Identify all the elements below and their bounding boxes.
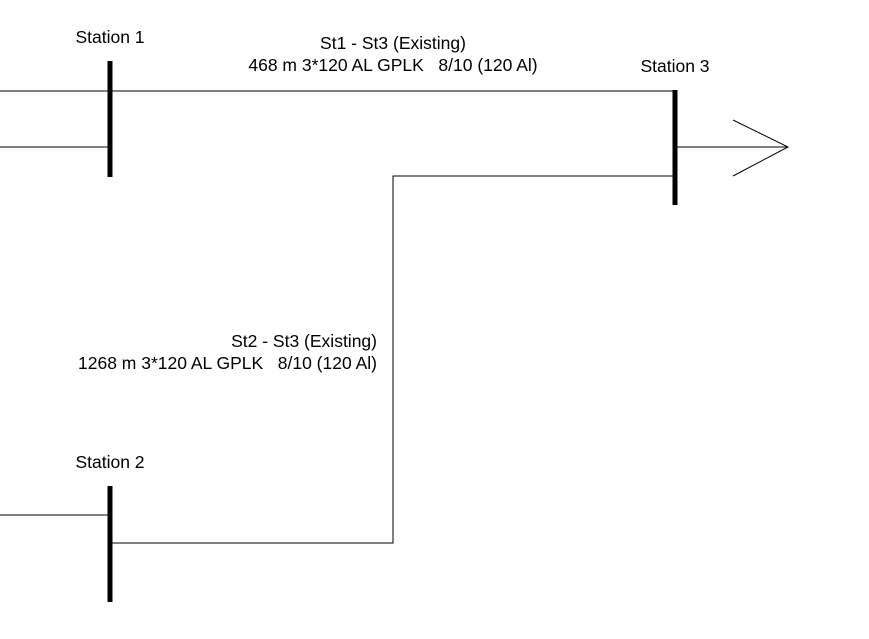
line-st2-st3-title: St2 - St3 (Existing) xyxy=(231,331,377,351)
line-st1-st3-title: St1 - St3 (Existing) xyxy=(320,33,466,53)
station3-label: Station 3 xyxy=(640,56,710,76)
line-st2-st3-detail: 1268 m 3*120 AL GPLK 8/10 (120 Al) xyxy=(78,353,377,373)
line-st2-st3[interactable] xyxy=(110,175,675,544)
station1-label: Station 1 xyxy=(75,27,145,47)
station2-label: Station 2 xyxy=(75,452,145,472)
line-st1-st3-detail: 468 m 3*120 AL GPLK 8/10 (120 Al) xyxy=(248,55,538,75)
arrow-head-icon xyxy=(732,119,790,177)
